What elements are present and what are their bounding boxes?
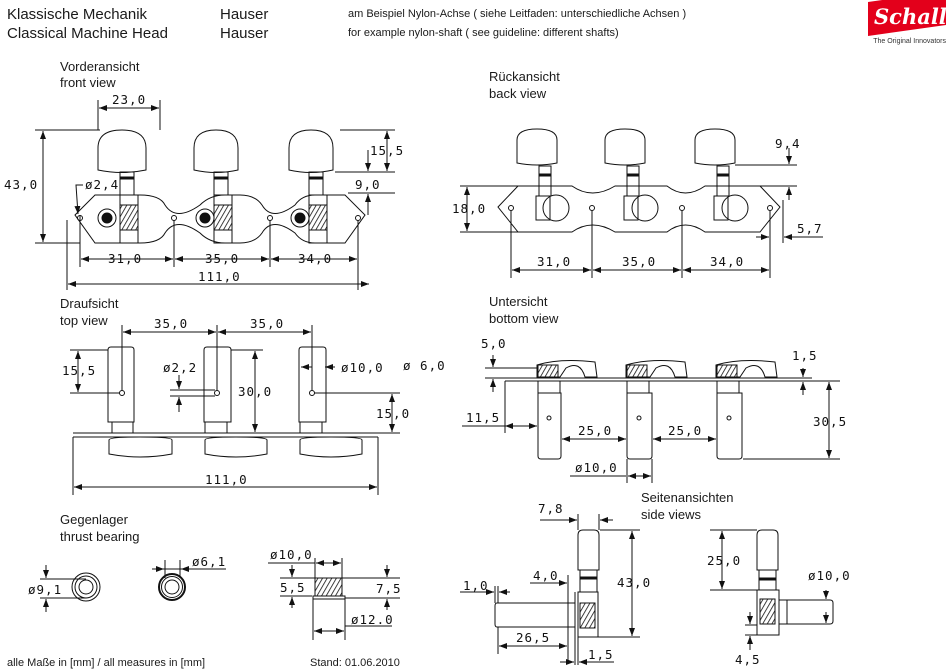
dim-side-left-end-offset: 1,0 [463, 578, 489, 593]
dim-back-spacing-2: 35,0 [622, 254, 656, 269]
dim-front-spacing-3: 34,0 [298, 251, 332, 266]
revision-date: Stand: 01.06.2010 [310, 657, 400, 669]
dim-back-post-height: 9,4 [775, 136, 801, 151]
dim-front-total-length: 111,0 [198, 269, 241, 284]
dim-bottom-button-offset: 5,0 [481, 336, 507, 351]
bottom-view-label-de: Untersicht [489, 294, 548, 309]
units-note: alle Maße in [mm] / all measures in [mm] [7, 657, 206, 669]
dim-back-end-offset: 5,7 [797, 221, 823, 236]
front-plate [74, 194, 366, 244]
dim-bearing-inner-dia: ø6,1 [192, 554, 226, 569]
dim-bottom-gap-2: 25,0 [668, 423, 702, 438]
back-view-drawing [460, 128, 823, 278]
front-button-3 [288, 129, 334, 244]
dim-side-left-collar: 4,0 [533, 568, 559, 583]
dim-top-button-length: 15,5 [62, 363, 96, 378]
title-en: Classical Machine Head [7, 25, 168, 42]
dim-bearing-flange-dia: ø12.0 [351, 612, 394, 627]
bottom-shaft-3 [715, 360, 778, 460]
bottom-view-drawing [462, 355, 840, 483]
dim-front-spacing-2: 35,0 [205, 251, 239, 266]
bearing-label-de: Gegenlager [60, 512, 128, 527]
dim-top-hole-height: 15,0 [376, 406, 410, 421]
logo-tagline: The Original Innovators [873, 38, 946, 45]
dim-bearing-top-dia: ø10,0 [270, 547, 313, 562]
note-en: for example nylon-shaft ( see guideline:… [348, 27, 619, 39]
back-plate [497, 185, 781, 233]
dim-back-plate-height: 18,0 [452, 201, 486, 216]
dimension-labels: 23,0 43,0 15,5 9,0 ø2,4 31,0 35,0 34,0 1… [4, 92, 851, 667]
bearing-drawing [40, 558, 400, 640]
dim-top-alt-dia: ø 6,0 [403, 358, 446, 373]
bottom-shaft-2 [625, 360, 688, 460]
side-views-label-de: Seitenansichten [641, 490, 734, 505]
note-de: am Beispiel Nylon-Achse ( siehe Leitfade… [348, 8, 687, 20]
dim-bottom-gap-1: 25,0 [578, 423, 612, 438]
dim-side-right-base-offset: 4,5 [735, 652, 761, 667]
top-view-label-en: top view [60, 313, 108, 328]
dim-bottom-edge-offset: 11,5 [466, 410, 500, 425]
model-en: Hauser [220, 25, 269, 42]
back-view-label-de: Rückansicht [489, 69, 560, 84]
back-view-label-en: back view [489, 86, 547, 101]
back-button-1 [516, 128, 570, 222]
dim-bearing-outer-dia: ø9,1 [28, 582, 62, 597]
schaller-logo: Schaller The Original Innovators [868, 0, 950, 46]
dim-top-spacing-2: 35,0 [250, 316, 284, 331]
dim-bearing-total-height: 7,5 [376, 581, 402, 596]
top-view-label-de: Draufsicht [60, 296, 119, 311]
dim-back-spacing-1: 31,0 [537, 254, 571, 269]
dim-front-button-height: 15,5 [370, 143, 404, 158]
model-de: Hauser [220, 6, 269, 23]
logo-brand: Schaller [874, 4, 950, 29]
bottom-view-label-en: bottom view [489, 311, 559, 326]
dim-side-left-width: 7,8 [538, 501, 564, 516]
front-view-label-de: Vorderansicht [60, 59, 140, 74]
dim-top-shaft-dia: ø10,0 [341, 360, 384, 375]
bottom-shaft-1 [536, 360, 598, 460]
dim-bottom-shaft-dia: ø10,0 [575, 460, 618, 475]
bearing-label-en: thrust bearing [60, 529, 140, 544]
back-button-2 [604, 128, 659, 222]
dim-back-spacing-3: 34,0 [710, 254, 744, 269]
front-button-1 [97, 129, 147, 244]
back-button-3 [694, 128, 749, 222]
dim-front-hole-dia: ø2,4 [85, 177, 119, 192]
dim-top-shaft-length: 30,0 [238, 384, 272, 399]
dim-top-spacing-1: 35,0 [154, 316, 188, 331]
top-view-drawing [70, 325, 400, 495]
top-shaft-1 [107, 346, 173, 458]
dim-side-left-shaft-length: 26,5 [516, 630, 550, 645]
dim-front-post-height: 9,0 [355, 177, 381, 192]
front-button-2 [193, 129, 239, 244]
dim-top-hole-dia: ø2,2 [163, 360, 197, 375]
dim-side-left-plate: 1,5 [588, 647, 614, 662]
dim-bearing-collar-height: 5,5 [280, 580, 306, 595]
side-views-label-en: side views [641, 507, 701, 522]
dim-front-button-width: 23,0 [112, 92, 146, 107]
dim-side-right-shaft-dia: ø10,0 [808, 568, 851, 583]
front-view-drawing [35, 100, 395, 290]
dim-front-spacing-1: 31,0 [108, 251, 142, 266]
dim-front-height: 43,0 [4, 177, 38, 192]
dim-top-total-length: 111,0 [205, 472, 248, 487]
front-view-label-en: front view [60, 75, 116, 90]
dim-side-right-button-height: 25,0 [707, 553, 741, 568]
dim-bottom-shaft-length: 30,5 [813, 414, 847, 429]
title-de: Klassische Mechanik [7, 6, 148, 23]
side-view-left-drawing [460, 514, 640, 665]
dim-side-left-height: 43,0 [617, 575, 651, 590]
top-shaft-2 [203, 346, 268, 458]
side-view-right-drawing [710, 529, 834, 650]
dim-bottom-plate-thickness: 1,5 [792, 348, 818, 363]
